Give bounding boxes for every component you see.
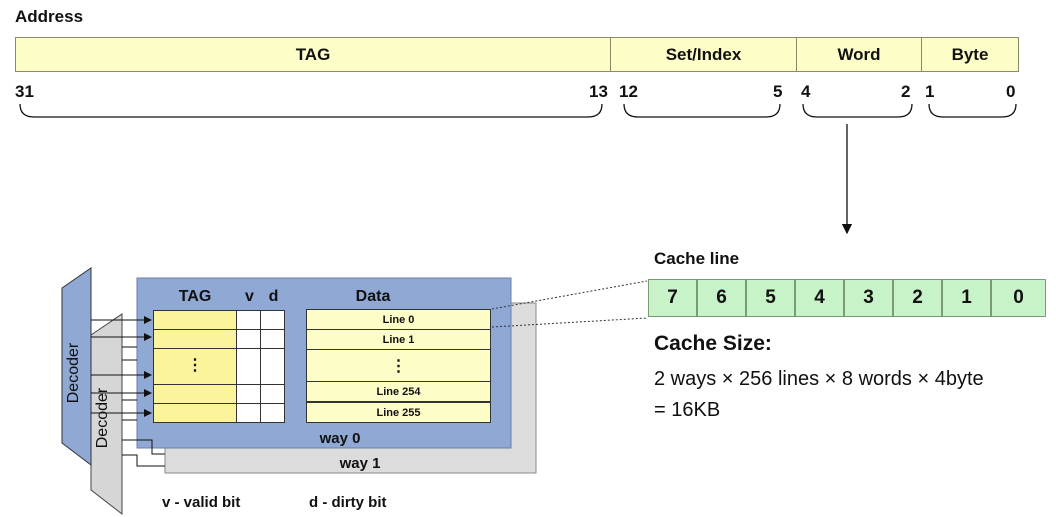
dirty-bit-cell — [260, 403, 285, 423]
way1-label: way 1 — [339, 455, 381, 472]
cache-line-cell-3: 3 — [844, 279, 893, 317]
cache-line-cell-6: 6 — [697, 279, 746, 317]
data-line-255: Line 255 — [306, 402, 491, 423]
valid-bit-cell — [236, 329, 261, 349]
cache-line-cell-1: 1 — [942, 279, 991, 317]
data-line-1: Line 1 — [306, 329, 491, 350]
data-line-0: Line 0 — [306, 309, 491, 330]
address-title: Address — [15, 7, 84, 26]
tag-row — [153, 384, 237, 404]
tag-row — [153, 403, 237, 423]
way0-label: way 0 — [319, 430, 361, 447]
set-index-brace — [623, 103, 781, 118]
tag-brace — [19, 103, 603, 118]
cache-line-cell-4: 4 — [795, 279, 844, 317]
word-brace — [802, 103, 913, 118]
word-field: Word — [796, 37, 922, 72]
valid-bit-cell — [236, 310, 261, 330]
data-column-header: Data — [355, 288, 391, 305]
decoder-0-shape — [61, 267, 92, 467]
tag-row — [153, 329, 237, 349]
cache-line-title: Cache line — [654, 249, 740, 268]
bit-1-label: 1 — [925, 82, 935, 101]
dirty-bit-cell — [260, 348, 285, 385]
cache-size-formula: 2 ways × 256 lines × 8 words × 4byte — [654, 368, 984, 390]
bit-31-label: 31 — [15, 82, 34, 101]
dirty-column-header: d — [268, 288, 279, 305]
dirty-bit-legend: d - dirty bit — [309, 494, 387, 511]
projection-line-bottom — [491, 317, 648, 328]
tag-column-header: TAG — [178, 288, 212, 305]
dirty-bit-cell — [260, 384, 285, 404]
data-line-254: Line 254 — [306, 381, 491, 402]
bit-2-label: 2 — [901, 82, 911, 101]
bit-4-label: 4 — [801, 82, 811, 101]
valid-column-header: v — [245, 288, 254, 305]
tag-row — [153, 310, 237, 330]
byte-brace — [928, 103, 1017, 118]
dirty-bit-cell — [260, 310, 285, 330]
cache-size-result: = 16KB — [654, 399, 721, 421]
tag-ellipsis: ⋮ — [187, 357, 203, 374]
bit-5-label: 5 — [773, 82, 783, 101]
byte-field: Byte — [921, 37, 1019, 72]
cache-line-cell-2: 2 — [893, 279, 942, 317]
valid-bit-cell — [236, 384, 261, 404]
cache-line-cell-0: 0 — [991, 279, 1046, 317]
bit-13-label: 13 — [589, 82, 608, 101]
cache-size-title: Cache Size: — [654, 332, 772, 355]
valid-bit-cell — [236, 403, 261, 423]
valid-bit-legend: v - valid bit — [162, 494, 241, 511]
dirty-bit-cell — [260, 329, 285, 349]
valid-bit-cell — [236, 348, 261, 385]
data-line-ellipsis: ⋮ — [306, 349, 491, 382]
bit-0-label: 0 — [1006, 82, 1016, 101]
decoder-1-label: Decoder — [94, 387, 111, 449]
bit-12-label: 12 — [619, 82, 638, 101]
cache-line-cell-7: 7 — [648, 279, 697, 317]
decoder-0-label: Decoder — [65, 342, 82, 404]
cache-line-cell-5: 5 — [746, 279, 795, 317]
